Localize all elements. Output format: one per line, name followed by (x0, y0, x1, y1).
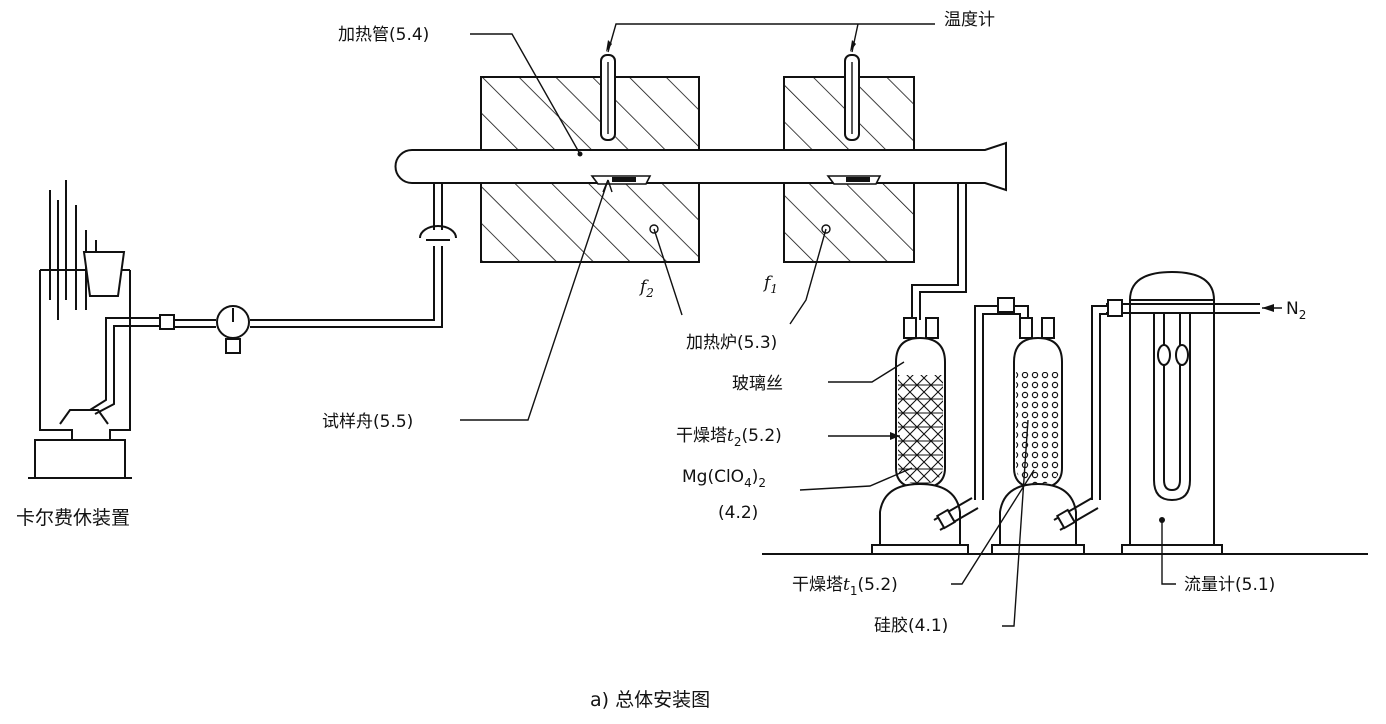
label-f2: f2 (638, 277, 654, 300)
leader-lines (460, 23, 1282, 627)
label-flowmeter: 流量计(5.1) (1184, 575, 1275, 595)
label-drying-tower-t1: 干燥塔t1(5.2) (792, 575, 898, 598)
label-karl-fischer: 卡尔费休装置 (16, 507, 130, 529)
outlet-line (89, 183, 457, 415)
flowmeter (1106, 270, 1260, 555)
label-sample-boat: 试样舟(5.5) (322, 412, 413, 432)
thermometer-2 (844, 54, 860, 141)
label-heating-tube: 加热管(5.4) (338, 25, 429, 45)
label-mg-ref: (4.2) (718, 503, 758, 523)
label-silica-gel: 硅胶(4.1) (874, 616, 948, 636)
label-furnace: 加热炉(5.3) (686, 333, 777, 353)
label-f1: f1 (762, 273, 778, 296)
label-n2: N2 (1286, 299, 1306, 322)
label-drying-tower-t2: 干燥塔t2(5.2) (676, 426, 782, 449)
drying-tower-t2 (871, 317, 979, 555)
label-thermometer: 温度计 (944, 10, 995, 30)
drying-tower-t1 (991, 305, 1110, 555)
sample-boat (590, 175, 882, 185)
label-glass-wool: 玻璃丝 (732, 374, 783, 394)
figure-caption: a) 总体安装图 (590, 689, 710, 711)
tube-right-outlet (911, 183, 967, 320)
label-mg-perchlorate: Mg(ClO4)2 (682, 467, 766, 490)
heating-tube (394, 141, 1007, 192)
thermometer-1 (600, 54, 616, 141)
karl-fischer-apparatus (28, 180, 132, 479)
